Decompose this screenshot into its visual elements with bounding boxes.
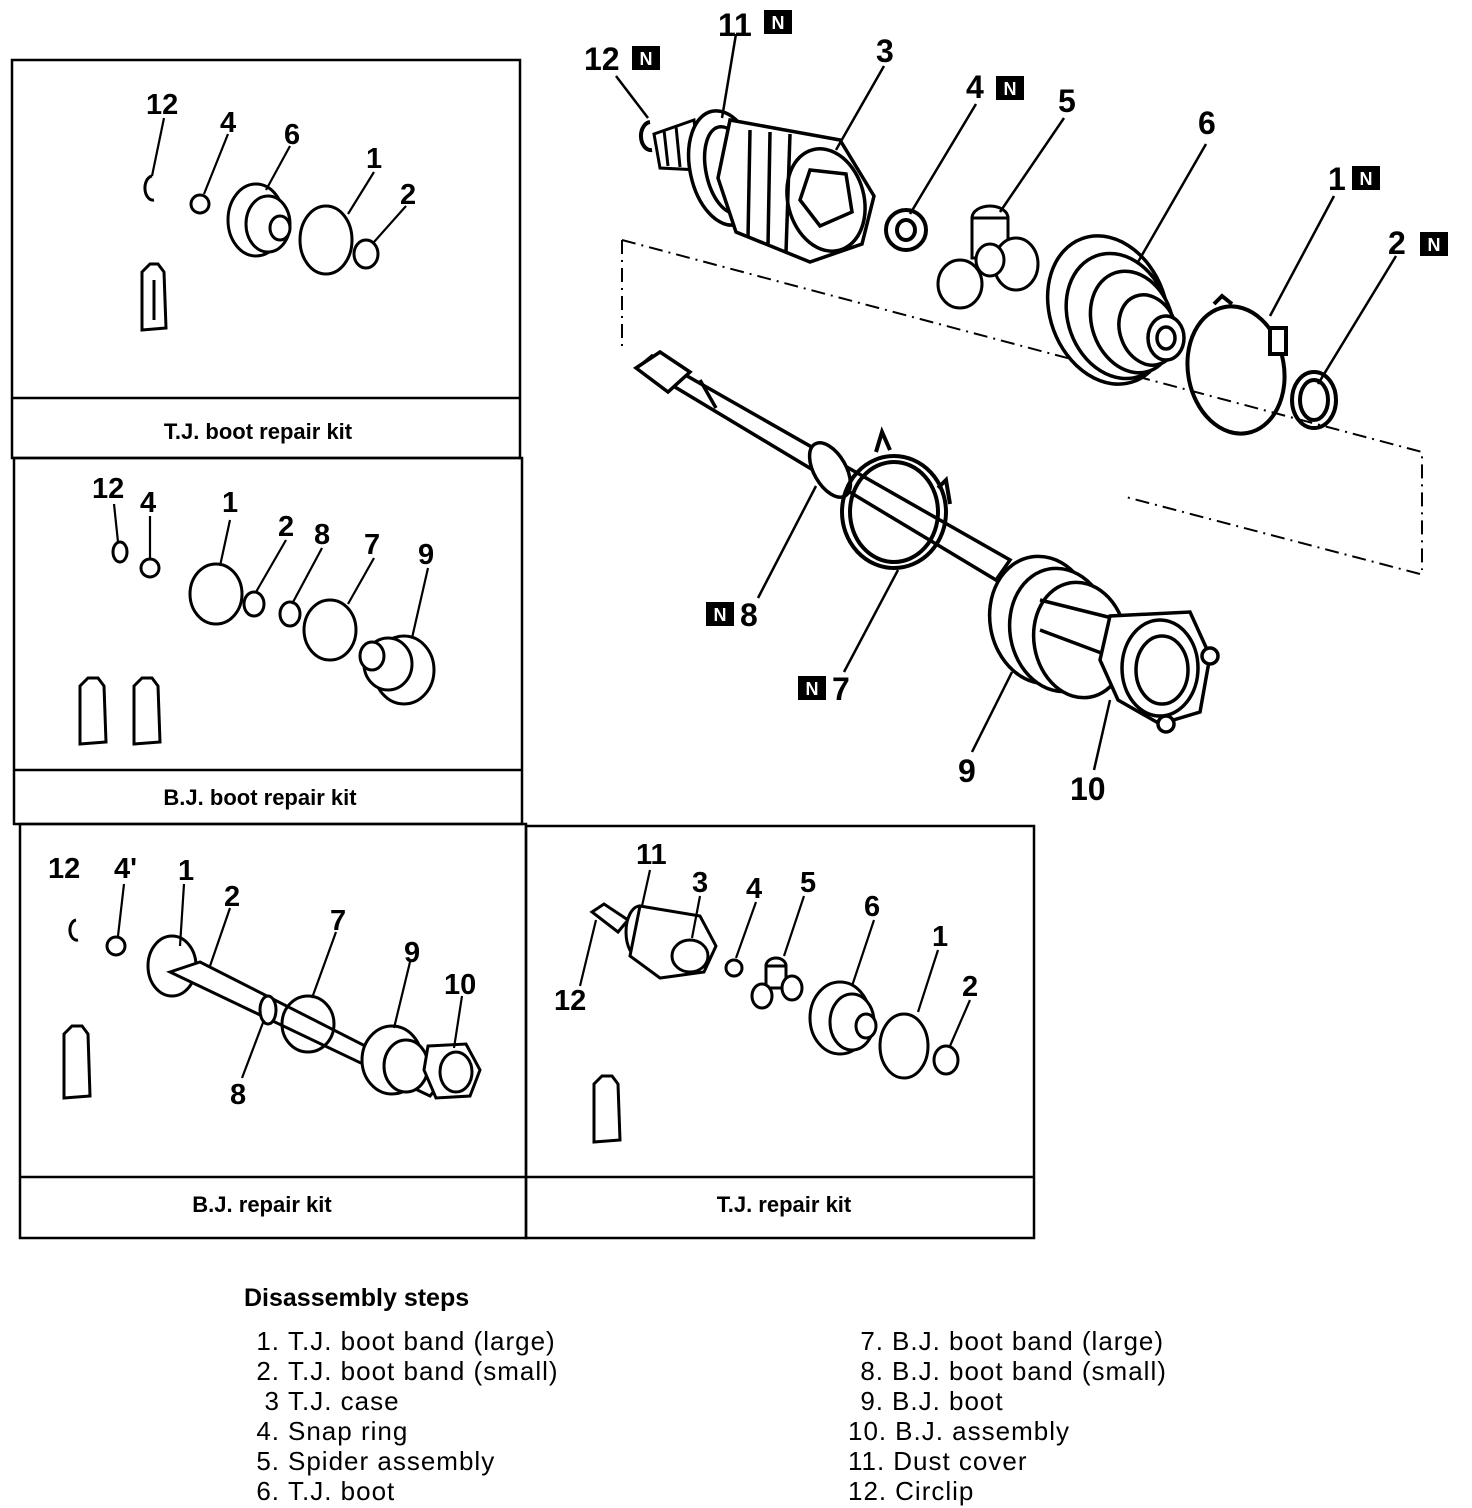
tj-case-part [716, 117, 876, 264]
kit1-callout-circlip: 12 [146, 89, 178, 121]
new-part-marker: N [1352, 166, 1380, 190]
kit2-callout-bj-boot: 9 [418, 539, 434, 571]
kit3-callout-bj-boot: 9 [404, 937, 420, 969]
legend-item: 12.Circlip [848, 1476, 975, 1506]
kit4-leaders [578, 869, 972, 1047]
circlip-part [638, 120, 653, 153]
callout-bj-boot-band-large: 7 [832, 671, 850, 707]
legend-title: Disassembly steps [244, 1284, 470, 1312]
kit4-parts [589, 902, 960, 1144]
svg-text:N: N [1004, 79, 1017, 99]
callout-circlip: 12 [584, 41, 620, 77]
kit2-callout-bj-band-large: 7 [364, 529, 380, 561]
kit-panel-tj-repair [524, 824, 1036, 1240]
legend-item: 7.B.J. boot band (large) [860, 1326, 1165, 1356]
kit2-callout-snap-ring: 4 [140, 487, 156, 519]
callout-tj-boot: 6 [1198, 105, 1216, 141]
legend-item: 11.Dust cover [848, 1446, 1028, 1476]
bj-assembly-part [1098, 610, 1220, 734]
svg-text:N: N [806, 679, 819, 699]
kit-caption-bj-boot-repair: B.J. boot repair kit [163, 785, 357, 810]
kit1-parts [140, 174, 380, 332]
callout-bj-boot: 9 [958, 753, 976, 789]
new-part-marker: N [798, 676, 826, 700]
main-leader-lines [615, 33, 1398, 771]
new-part-marker: N [996, 76, 1024, 100]
kit3-callout-circlip: 12 [48, 853, 80, 885]
kit4-callout-spider: 5 [800, 867, 816, 899]
kit4-callout-snap-ring: 4 [746, 873, 762, 905]
kit2-parts [78, 540, 436, 746]
kit1-callout-band-large: 1 [366, 143, 382, 175]
snap-ring-part [884, 208, 928, 252]
kit1-leaders [150, 117, 407, 243]
kit4-callout-circlip: 12 [554, 985, 586, 1017]
callout-tj-boot-band-small: 2 [1388, 225, 1406, 261]
kit2-leaders [112, 503, 430, 639]
kit3-callout-bj-assembly: 10 [444, 969, 476, 1001]
kit-caption-tj-repair: T.J. repair kit [717, 1192, 852, 1217]
kit2-callout-bj-band-small: 8 [314, 519, 330, 551]
kit4-callout-tj-boot: 6 [864, 891, 880, 923]
kit3-callout-bj-band-large: 7 [330, 905, 346, 937]
svg-text:N: N [1428, 235, 1441, 255]
kit4-callout-dust-cover: 11 [636, 839, 667, 871]
kit4-callout-band-small: 2 [962, 971, 978, 1003]
kit1-callout-band-small: 2 [400, 179, 416, 211]
kit1-callout-snap-ring: 4 [220, 107, 236, 139]
bj-assembly-outline-box [621, 239, 1423, 575]
kit4-callout-tj-case: 3 [692, 867, 708, 899]
legend-item: 9.B.J. boot [860, 1386, 1004, 1416]
callout-dust-cover: 11 [718, 7, 752, 43]
kit2-callout-circlip: 12 [92, 473, 124, 505]
kit3-parts [62, 918, 482, 1100]
legend-item: 10.B.J. assembly [848, 1416, 1070, 1446]
kit2-callout-band-small: 2 [278, 511, 294, 543]
callout-tj-boot-band-large: 1 [1328, 161, 1346, 197]
kit1-callout-tj-boot: 6 [284, 119, 300, 151]
svg-text:N: N [640, 49, 653, 69]
new-part-marker: N [706, 602, 734, 626]
callout-bj-assembly: 10 [1070, 771, 1106, 807]
legend-column-right: 7.B.J. boot band (large) 8.B.J. boot ban… [848, 1326, 1167, 1506]
kit3-callout-snap-ring: 4' [114, 853, 137, 885]
kit3-callout-band-small: 2 [224, 881, 240, 913]
kit4-callout-band-large: 1 [932, 921, 948, 953]
svg-text:N: N [1360, 169, 1373, 189]
new-part-marker: N [1420, 232, 1448, 256]
callout-spider-assembly: 5 [1058, 83, 1076, 119]
kit-caption-tj-boot-repair: T.J. boot repair kit [164, 419, 353, 444]
callout-tj-case: 3 [876, 33, 894, 69]
kit3-callout-band-large: 1 [178, 855, 194, 887]
tj-boot-part [1045, 234, 1186, 386]
legend-item: 4.Snap ring [256, 1416, 409, 1446]
callout-bj-boot-band-small: 8 [740, 597, 758, 633]
svg-text:N: N [772, 13, 785, 33]
callout-snap-ring: 4 [966, 69, 984, 105]
legend-item: 5.Spider assembly [256, 1446, 496, 1476]
kit2-callout-band-large: 1 [222, 487, 238, 519]
svg-text:N: N [714, 605, 727, 625]
legend-item: 1.T.J. boot band (large) [256, 1326, 556, 1356]
kit-panel-tj-boot-repair [10, 58, 522, 460]
kit-panel-bj-repair [18, 822, 528, 1240]
legend-item: 8.B.J. boot band (small) [860, 1356, 1167, 1386]
tj-boot-band-large-part [1185, 293, 1288, 436]
spider-assembly-part [936, 204, 1040, 310]
kit3-callout-bj-band-small: 8 [230, 1079, 246, 1111]
kit-caption-bj-repair: B.J. repair kit [192, 1192, 332, 1217]
new-part-marker: N [632, 46, 660, 70]
kit3-leaders [116, 883, 464, 1079]
kit-panel-bj-boot-repair [12, 456, 524, 826]
legend-item: 6.T.J. boot [256, 1476, 396, 1506]
bj-boot-band-large-part [840, 426, 952, 570]
tj-boot-band-small-part [1290, 370, 1338, 430]
drive-shaft-part [632, 349, 1013, 583]
legend-column-left: 1.T.J. boot band (large) 2.T.J. boot ban… [244, 1326, 559, 1506]
legend-item: 2.T.J. boot band (small) [256, 1356, 559, 1386]
new-part-marker: N [764, 10, 792, 34]
